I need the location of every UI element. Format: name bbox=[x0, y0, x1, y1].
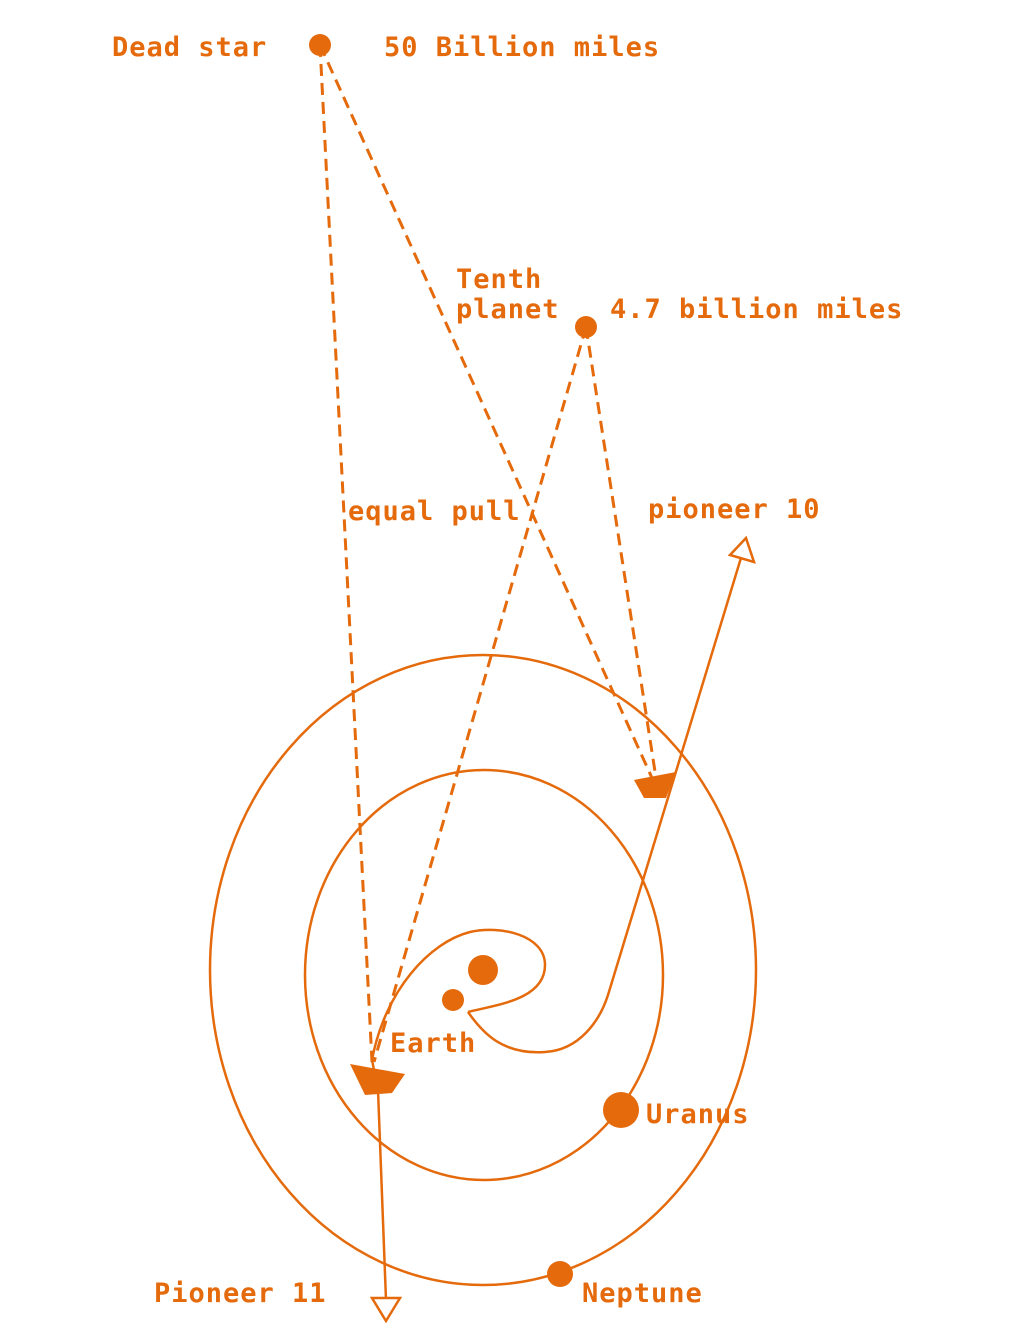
pioneer-10-trajectory bbox=[466, 547, 746, 1054]
tenth-planet-label-line2: planet bbox=[456, 294, 560, 325]
uranus-dot bbox=[603, 1092, 639, 1128]
neptune-orbit bbox=[208, 653, 758, 1287]
earth-dot bbox=[442, 989, 464, 1011]
uranus-label: Uranus bbox=[646, 1099, 750, 1130]
neptune-dot bbox=[547, 1261, 573, 1287]
dead-star-pull-line-pioneer11 bbox=[318, 44, 374, 1063]
pioneer-10-label: pioneer 10 bbox=[648, 494, 821, 525]
equal-pull-label: equal pull bbox=[348, 496, 521, 527]
dead-star-pull-line-pioneer10 bbox=[318, 44, 654, 779]
pioneer-10-arrowhead bbox=[727, 535, 756, 564]
dead-star-label: Dead star bbox=[112, 32, 267, 63]
tenth-planet-label-line1: Tenth bbox=[456, 264, 542, 295]
pioneer-11-arrowhead bbox=[369, 1296, 403, 1324]
uranus-orbit bbox=[303, 768, 665, 1182]
tenth-planet-pull-line-pioneer10 bbox=[584, 326, 658, 779]
dead-star-distance-label: 50 Billion miles bbox=[384, 32, 660, 63]
pioneer-11-trajectory bbox=[370, 928, 547, 1301]
pioneer-10-spacecraft-icon bbox=[634, 772, 676, 798]
sun-dot bbox=[468, 955, 498, 985]
neptune-label: Neptune bbox=[582, 1278, 703, 1309]
dead-star-dot bbox=[309, 34, 331, 56]
pioneer-11-label: Pioneer 11 bbox=[154, 1278, 327, 1309]
pioneer-11-spacecraft-icon bbox=[350, 1064, 405, 1095]
earth-label: Earth bbox=[390, 1028, 476, 1059]
tenth-planet-pull-line-pioneer11 bbox=[372, 326, 588, 1063]
tenth-planet-dot bbox=[575, 316, 597, 338]
tenth-planet-distance-label: 4.7 billion miles bbox=[610, 294, 903, 325]
